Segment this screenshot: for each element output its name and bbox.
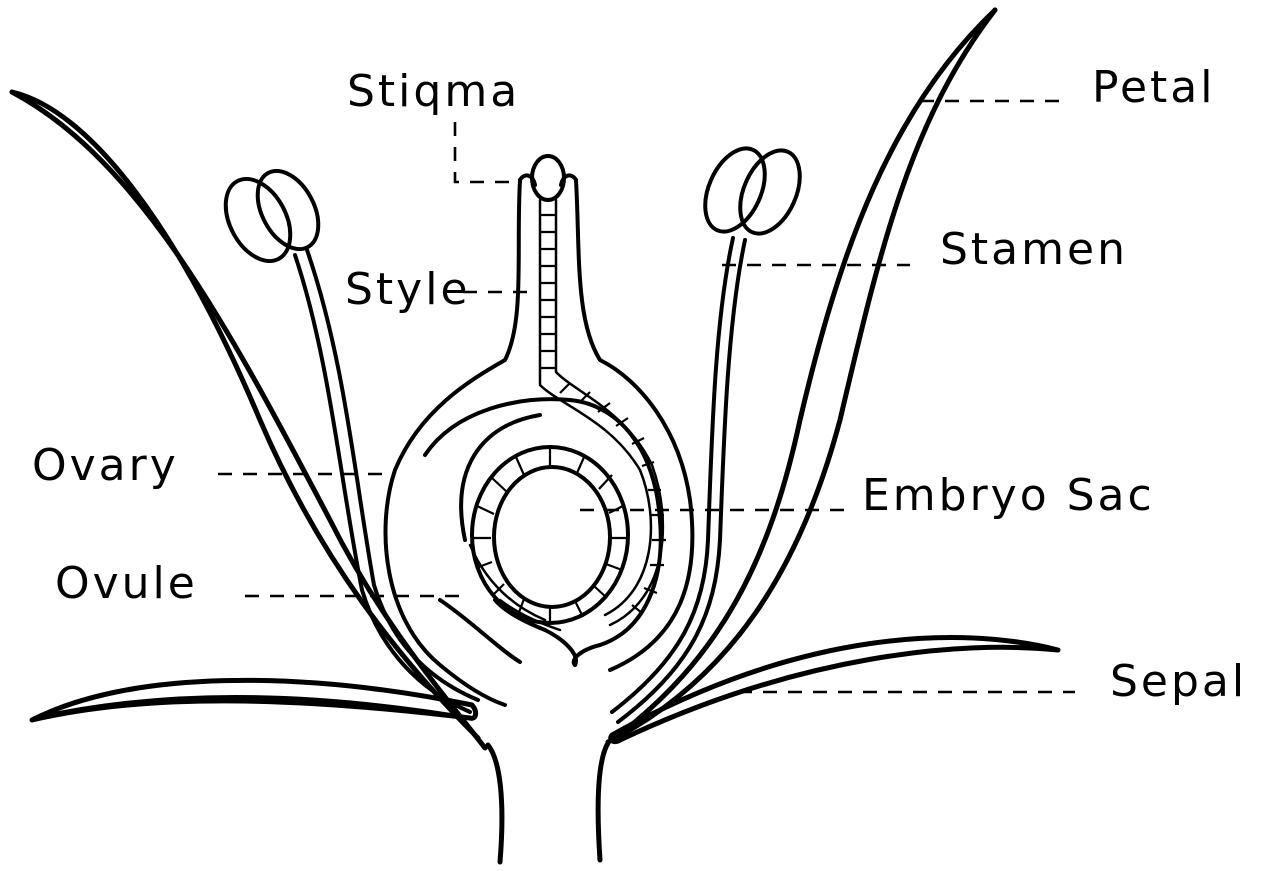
label-ovary: Ovary bbox=[32, 444, 179, 488]
label-embryo-sac: Embryo Sac bbox=[862, 474, 1155, 518]
ovule bbox=[470, 447, 628, 630]
label-petal: Petal bbox=[1092, 66, 1215, 110]
label-sepal: Sepal bbox=[1110, 660, 1247, 704]
label-stigma: Stiqma bbox=[347, 70, 520, 114]
label-ovule: Ovule bbox=[55, 562, 198, 606]
label-style: Style bbox=[345, 268, 471, 312]
sepal-left bbox=[32, 680, 476, 720]
label-stamen: Stamen bbox=[940, 228, 1128, 272]
receptacle-stem bbox=[488, 743, 608, 862]
petal-left bbox=[12, 92, 485, 748]
sepal-right bbox=[611, 637, 1058, 741]
stamen-right bbox=[612, 139, 812, 722]
petal-right bbox=[608, 10, 995, 742]
